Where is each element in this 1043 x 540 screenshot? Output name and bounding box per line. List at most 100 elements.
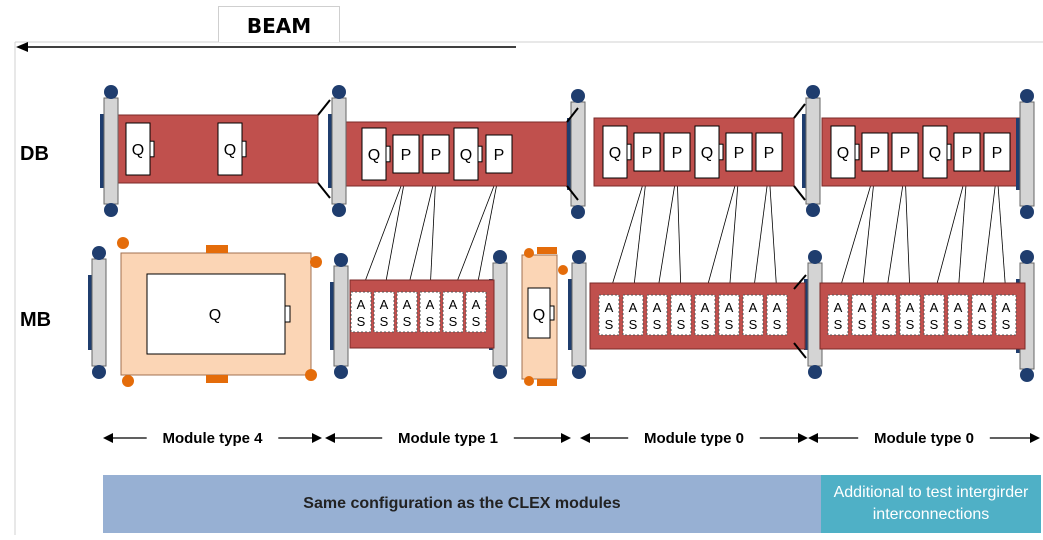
pets-letter: P xyxy=(672,145,683,162)
as-letter-s: S xyxy=(834,317,843,332)
arrowhead-left xyxy=(103,433,113,443)
support-ball-bottom xyxy=(1020,205,1034,219)
quad-tab xyxy=(549,305,555,321)
arrowhead-left xyxy=(580,433,590,443)
accelerating-structure-body xyxy=(899,294,921,336)
mb-acc-structure-m0b-8: AS xyxy=(995,294,1017,336)
waveguide-line xyxy=(608,170,648,296)
pets-letter: P xyxy=(870,145,881,162)
as-letter-s: S xyxy=(605,317,614,332)
db-quad-m1-1: Q xyxy=(361,127,391,181)
as-letter-a: A xyxy=(677,300,686,315)
db-pets-m0a-4: P xyxy=(755,132,783,172)
mb-support-4 xyxy=(568,250,587,379)
cradle-plate xyxy=(88,275,93,350)
pets-letter: P xyxy=(401,147,412,164)
quad-tab xyxy=(284,305,291,323)
mb-acc-structure-m1-6: AS xyxy=(465,291,487,333)
adjuster-dot xyxy=(117,237,129,249)
as-letter-s: S xyxy=(978,317,987,332)
as-letter-a: A xyxy=(426,297,435,312)
support-post xyxy=(333,265,349,367)
db-support-1 xyxy=(100,85,119,217)
mb-support-5 xyxy=(804,250,823,379)
cradle-plate xyxy=(1016,118,1021,190)
waveguide-line xyxy=(837,170,876,296)
pets-body xyxy=(983,132,1011,172)
adjuster-dot xyxy=(305,369,317,381)
cradle-plate xyxy=(802,114,807,188)
waveguide-line xyxy=(475,172,500,293)
db-quad-m4-1: Q xyxy=(125,122,155,176)
cradle-plate xyxy=(568,279,573,350)
waveguide-line xyxy=(728,170,740,296)
as-letter-s: S xyxy=(930,317,939,332)
db-bellow-3b xyxy=(793,185,806,201)
accelerating-structure-body xyxy=(827,294,849,336)
support-ball-top xyxy=(493,250,507,264)
quad-tab xyxy=(854,143,860,161)
waveguide-line xyxy=(981,170,998,296)
support-post xyxy=(331,97,347,205)
accelerating-structure-body xyxy=(442,291,464,333)
mb-support-2 xyxy=(330,253,349,379)
db-support-5 xyxy=(1016,89,1035,219)
support-post xyxy=(492,262,508,367)
as-letter-a: A xyxy=(749,300,758,315)
db-support-2 xyxy=(328,85,347,217)
waveguide-connections xyxy=(360,170,1007,296)
mb-acc-structure-m1-2: AS xyxy=(373,291,395,333)
as-letter-a: A xyxy=(930,300,939,315)
support-post xyxy=(570,101,586,207)
db-pets-m0b-4: P xyxy=(983,132,1011,172)
accelerating-structure-body xyxy=(646,294,668,336)
support-ball-bottom xyxy=(806,203,820,217)
db-pets-m1-2: P xyxy=(422,134,450,174)
additional-test-banner: Additional to test intergirder interconn… xyxy=(821,475,1041,533)
quad-letter: Q xyxy=(132,142,144,159)
mb-acc-structure-m0b-3: AS xyxy=(875,294,897,336)
mb-acc-structure-m0b-7: AS xyxy=(971,294,993,336)
support-ball-bottom xyxy=(808,365,822,379)
pets-letter: P xyxy=(962,145,973,162)
waveguide-line xyxy=(861,170,876,296)
accelerating-structure-body xyxy=(742,294,764,336)
support-ball-bottom xyxy=(1020,368,1034,382)
pets-letter: P xyxy=(992,145,1003,162)
quad-tab xyxy=(241,140,247,158)
module-span-2: Module type 1 xyxy=(325,430,571,447)
pets-body xyxy=(891,132,919,172)
quad-letter: Q xyxy=(224,142,236,159)
mb-acc-structure-m1-5: AS xyxy=(442,291,464,333)
support-ball-bottom xyxy=(104,203,118,217)
quad-letter: Q xyxy=(929,145,941,162)
cradle-plate xyxy=(330,282,335,350)
support-post xyxy=(1019,101,1035,207)
as-letter-a: A xyxy=(701,300,710,315)
quad-tab xyxy=(385,145,391,163)
mb-acc-structure-m0a-2: AS xyxy=(622,294,644,336)
mb-acc-structure-m0b-2: AS xyxy=(851,294,873,336)
mb-row-label: MB xyxy=(20,309,52,331)
support-ball-bottom xyxy=(334,365,348,379)
mb-acc-structure-m0a-4: AS xyxy=(670,294,692,336)
arrowhead-left xyxy=(325,433,335,443)
db-pets-m1-1: P xyxy=(392,134,420,174)
waveguide-line xyxy=(452,172,500,293)
db-quad-m0b-2: Q xyxy=(922,125,952,179)
waveguide-line xyxy=(406,172,437,293)
jack-top xyxy=(206,245,228,253)
additional-test-line1: Additional to test intergirder xyxy=(833,484,1029,501)
db-bellow-1b xyxy=(317,182,331,199)
quad-tab xyxy=(718,143,724,161)
same-configuration-text: Same configuration as the CLEX modules xyxy=(303,495,621,512)
cradle-plate xyxy=(567,118,572,190)
as-letter-a: A xyxy=(605,300,614,315)
as-letter-a: A xyxy=(906,300,915,315)
module-type-label: Module type 1 xyxy=(398,430,498,447)
as-letter-a: A xyxy=(858,300,867,315)
module-type-label: Module type 0 xyxy=(874,430,974,447)
quad-letter: Q xyxy=(209,307,221,324)
mb-bellow-b xyxy=(793,342,807,359)
